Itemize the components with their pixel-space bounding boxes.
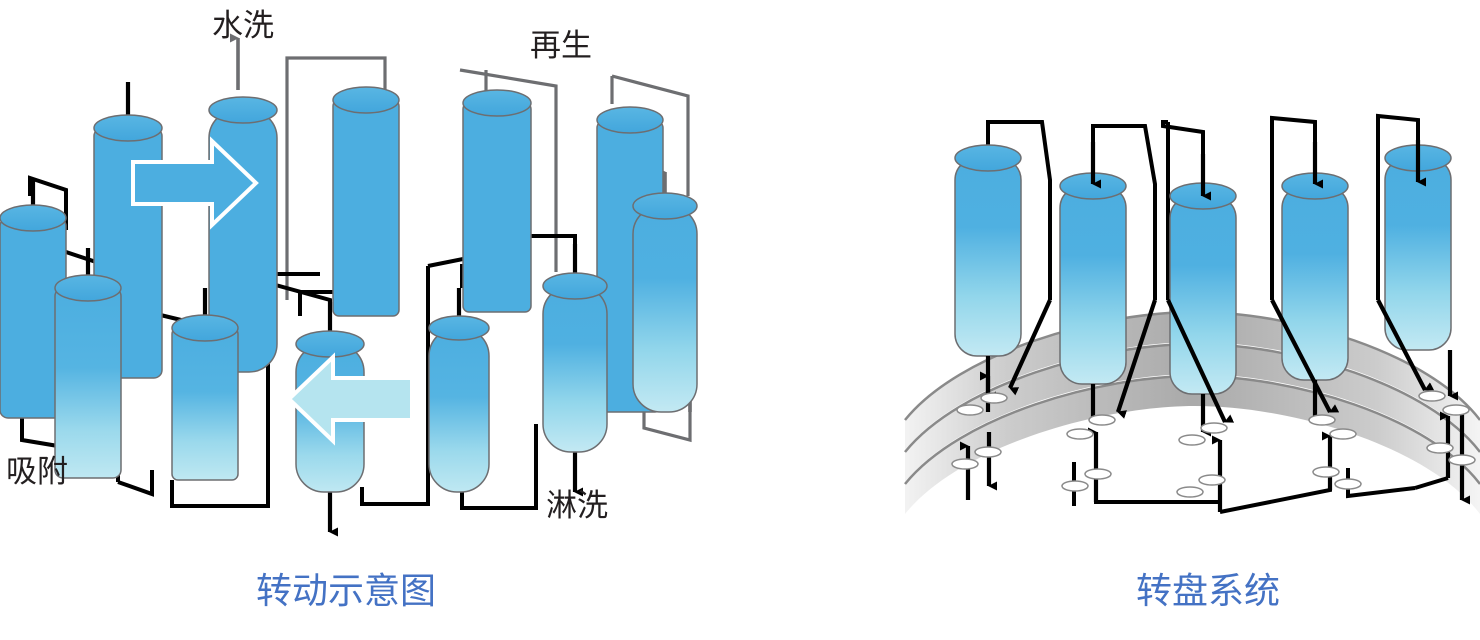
column-col-3	[54, 274, 122, 479]
column-col-6	[332, 86, 400, 317]
disc-port-17	[1312, 466, 1340, 478]
column-rcol-4	[1281, 172, 1349, 381]
gray-pipe-network	[230, 56, 692, 443]
disc-port-6	[1178, 434, 1206, 446]
black-pipe-col7-return	[360, 266, 430, 506]
column-col-10	[542, 272, 608, 453]
disc-port-14	[1061, 480, 1089, 492]
right-arrow-diag-4	[1270, 299, 1340, 413]
gray-pipe-wash-top	[285, 56, 387, 300]
right-lower-pipes	[966, 462, 1449, 514]
right-panel-rotary-disc-system: 转盘系统	[904, 113, 1480, 612]
stage-label-wash: 水洗	[212, 8, 274, 44]
big-flow-arrow-right	[131, 136, 259, 230]
column-col-9	[462, 89, 532, 313]
column-col-8	[428, 315, 490, 493]
left-columns	[0, 86, 698, 493]
black-pipe-col8-bottom	[460, 424, 538, 510]
column-col-12	[632, 192, 698, 413]
left-panel-rotation-schematic: 水洗 再生 吸附 淋洗 转动示意图	[0, 8, 698, 612]
right-arrow-diag-2	[1116, 299, 1157, 419]
disc-ports	[951, 390, 1476, 498]
disc-port-2	[956, 404, 984, 416]
column-rcol-1	[954, 144, 1022, 357]
column-col-1	[0, 204, 67, 419]
right-lower-pipe-4	[1414, 476, 1449, 490]
right-arrow-diag-5	[1376, 299, 1435, 391]
right-top-arrows	[1090, 140, 1426, 201]
disc-port-11	[974, 446, 1002, 458]
right-bottom-arrows	[980, 299, 1458, 437]
disc-port-5	[1200, 422, 1228, 434]
left-panel-caption: 转动示意图	[256, 571, 436, 612]
right-arrow-diag-3	[1166, 299, 1235, 423]
disc-port-8	[1329, 428, 1357, 440]
stage-label-regeneration: 再生	[530, 28, 592, 64]
disc-port-10	[1442, 404, 1470, 416]
right-pipe-3a	[1161, 120, 1205, 160]
disc-port-16	[1176, 486, 1204, 498]
right-pipe-1	[986, 120, 1052, 300]
big-flow-arrow-left	[286, 352, 414, 446]
disc-port-7	[1308, 414, 1336, 426]
right-lower-pipe-2	[1219, 468, 1332, 514]
disc-port-12	[951, 458, 979, 470]
right-lower-pipe-1	[1094, 462, 1222, 512]
disc-port-20	[1448, 454, 1476, 466]
gray-pipe-col11-to-col12	[611, 74, 690, 196]
disc-port-3	[1088, 414, 1116, 426]
black-pipe-col5-to-col7	[170, 330, 270, 508]
disc-port-15	[1198, 474, 1226, 486]
right-pipe-4	[1270, 115, 1317, 300]
right-upper-pipes	[986, 113, 1420, 300]
disc-band-mid	[905, 344, 1480, 482]
stage-label-adsorption: 吸附	[6, 454, 68, 490]
disc-port-19	[1426, 442, 1454, 454]
right-panel-caption: 转盘系统	[1136, 571, 1280, 612]
gray-pipe-col12-bottom	[642, 400, 692, 443]
disc-port-13	[1084, 468, 1112, 480]
column-rcol-3	[1169, 182, 1237, 395]
right-pipe-5	[1376, 113, 1420, 300]
right-arrow-diag-1	[1008, 299, 1052, 396]
disc-port-4	[1066, 428, 1094, 440]
disc-port-1	[980, 392, 1008, 404]
disc-port-9	[1418, 390, 1446, 402]
right-lower-pipe-3	[1346, 468, 1416, 499]
column-col-5	[171, 314, 239, 481]
black-pipe-col3-bottom	[117, 470, 154, 497]
right-pipe-2	[1091, 124, 1157, 300]
disc-port-18	[1334, 478, 1362, 490]
column-rcol-2	[1059, 172, 1127, 385]
stage-label-elution: 淋洗	[546, 488, 608, 524]
gray-pipe-regen-loop	[459, 68, 558, 272]
black-pipe-col1-top	[28, 175, 68, 230]
